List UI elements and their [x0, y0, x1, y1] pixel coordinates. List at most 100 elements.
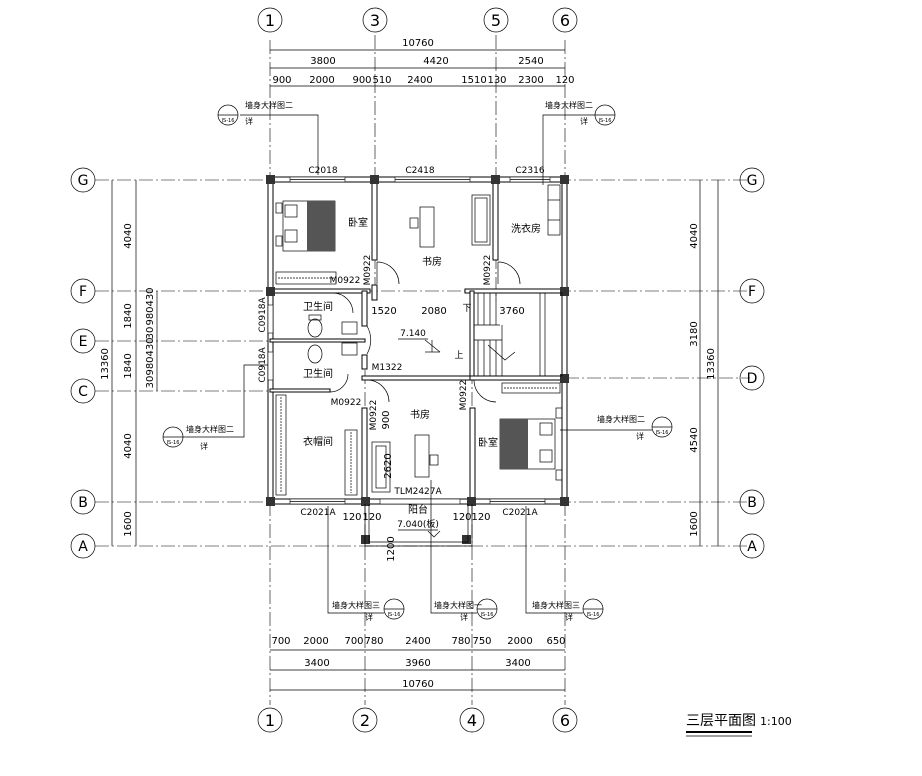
- dim-top-detail: 900: [352, 75, 371, 86]
- callout-detail2: 墙身大样图二: [245, 100, 293, 110]
- axis-label-top: 3: [370, 11, 380, 30]
- axis-label-left: A: [78, 539, 88, 555]
- dim-top-detail: 900: [272, 75, 291, 86]
- dim-left-total: 13360: [100, 348, 111, 380]
- dim-left-mid: 4040: [123, 433, 134, 458]
- dim-interior: 3760: [499, 306, 524, 317]
- dim-left-detail: 430: [145, 337, 156, 356]
- dim-bottom-mid: 3400: [304, 658, 329, 669]
- dim-bottom-mid: 3400: [505, 658, 530, 669]
- drawing-scale: 1:100: [760, 715, 792, 728]
- dim-top-mid: 2540: [518, 56, 543, 67]
- dim-top-detail: 2000: [309, 75, 334, 86]
- axis-label-right: F: [748, 284, 756, 300]
- room-balcony: 阳台: [408, 503, 428, 516]
- dim-top-detail: 2300: [518, 75, 543, 86]
- tag-door-tlm2427a: TLM2427A: [393, 487, 442, 497]
- callout-ref: JS-16: [221, 118, 235, 124]
- dim-right-mid: 4040: [689, 223, 700, 248]
- dim-top-detail: 510: [372, 75, 391, 86]
- dim-left-detail: 980: [145, 356, 156, 375]
- axis-label-bottom: 2: [360, 711, 370, 730]
- dim-bottom-detail: 2400: [405, 636, 430, 647]
- tag-door-m0922: M0922: [459, 380, 469, 411]
- axis-bubbles-right: G F D B A: [739, 167, 765, 559]
- callout-ref: JS-16: [480, 612, 494, 618]
- axis-label-right: A: [747, 539, 757, 555]
- axis-label-bottom: 4: [467, 711, 477, 730]
- callout-ref: JS-16: [598, 118, 612, 124]
- stair-down-mark: 下: [462, 304, 471, 314]
- dim-interior: 120: [362, 512, 381, 523]
- tag-door-m0922: M0922: [363, 255, 373, 286]
- dim-right-mid: 3180: [689, 321, 700, 346]
- callout-detail2: 墙身大样图二: [545, 100, 593, 110]
- dim-bottom-total: 10760: [402, 679, 434, 690]
- callout-ref: JS-16: [387, 612, 401, 618]
- axis-label-top: 1: [265, 11, 275, 30]
- axis-label-right: D: [747, 371, 758, 387]
- dim-top-mid: 3800: [310, 56, 335, 67]
- dim-right-mid: 1600: [689, 511, 700, 536]
- dim-left-detail: 30: [145, 376, 156, 389]
- axis-bubbles-top: 1 3 5 6: [257, 7, 578, 33]
- tag-window-c2021a: C2021A: [502, 508, 538, 518]
- opening-tags: C2018 C2418 C2316 M0922 M0922 M0922 C091…: [258, 166, 545, 518]
- dim-interior: 120: [342, 512, 361, 523]
- dim-bottom-detail: 750: [472, 636, 491, 647]
- room-study-south: 书房: [410, 408, 430, 421]
- dim-bottom-detail: 2000: [507, 636, 532, 647]
- tag-door-m0922: M0922: [331, 398, 362, 408]
- callout-detail2: 墙身大样图二: [597, 414, 645, 424]
- dim-bottom-mid: 3960: [405, 658, 430, 669]
- callout-detail2: 墙身大样图二: [186, 424, 234, 434]
- level-balcony: 7.040(板): [397, 518, 439, 530]
- dim-interior: 120: [471, 512, 490, 523]
- stair-up-mark: 上: [454, 350, 463, 361]
- dim-left-mid: 1840: [123, 353, 134, 378]
- dim-top-detail: 1510: [461, 75, 486, 86]
- callout-detail3: 墙身大样图三: [532, 600, 580, 610]
- callout-xiang: 详: [580, 116, 588, 126]
- tag-door-m1322: M1322: [372, 363, 403, 373]
- tag-window-c2418: C2418: [405, 166, 434, 176]
- balcony-outline: [364, 504, 473, 547]
- right-dimensions: 13360 4040 3180 4540 1600: [689, 223, 717, 536]
- axis-bubbles-bottom: 1 2 4 6: [257, 707, 578, 733]
- dim-top-detail: 130: [487, 75, 506, 86]
- dimension-lines: [111, 49, 719, 691]
- axis-label-right: G: [747, 173, 758, 189]
- tag-window-c2018: C2018: [308, 166, 337, 176]
- dim-interior: 1520: [371, 306, 396, 317]
- dim-bottom-detail: 700: [344, 636, 363, 647]
- dim-top-total: 10760: [402, 38, 434, 49]
- tag-door-m0922: M0922: [483, 255, 493, 286]
- axis-label-left: B: [78, 495, 88, 511]
- callout-ref: JS-16: [655, 430, 669, 436]
- dim-interior: 900: [381, 410, 392, 429]
- dim-top-detail: 120: [555, 75, 574, 86]
- level-stair: 7.140: [400, 329, 426, 339]
- callout-xiang: 详: [245, 116, 253, 126]
- left-dimensions: 13360 4040 1840 1840 4040 1600 430 980 3…: [100, 223, 156, 536]
- callout-detail3: 墙身大样图三: [332, 600, 380, 610]
- axis-label-left: F: [79, 284, 87, 300]
- dim-left-mid: 4040: [123, 223, 134, 248]
- axis-bubbles-left: G F E C B A: [70, 167, 96, 559]
- axis-label-top: 5: [491, 11, 501, 30]
- grid-lines: [95, 35, 750, 705]
- dim-bottom-detail: 780: [451, 636, 470, 647]
- room-labels: 卧室 书房 洗衣房 卫生间 卫生间 衣帽间 书房 卧室 阳台: [303, 216, 541, 516]
- callout-xiang: 详: [460, 612, 468, 622]
- furniture: [275, 184, 563, 496]
- axis-label-left: G: [78, 173, 89, 189]
- callout-ref: JS-16: [166, 440, 180, 446]
- room-closet: 衣帽间: [303, 435, 333, 448]
- room-bathroom-lower: 卫生间: [303, 367, 333, 380]
- dim-left-detail: 30: [145, 327, 156, 340]
- callout-xiang: 详: [365, 612, 373, 622]
- dim-left-detail: 980: [145, 306, 156, 325]
- dim-left-mid: 1840: [123, 303, 134, 328]
- tag-door-m0922: M0922: [330, 276, 361, 286]
- callout-xiang: 详: [636, 431, 644, 441]
